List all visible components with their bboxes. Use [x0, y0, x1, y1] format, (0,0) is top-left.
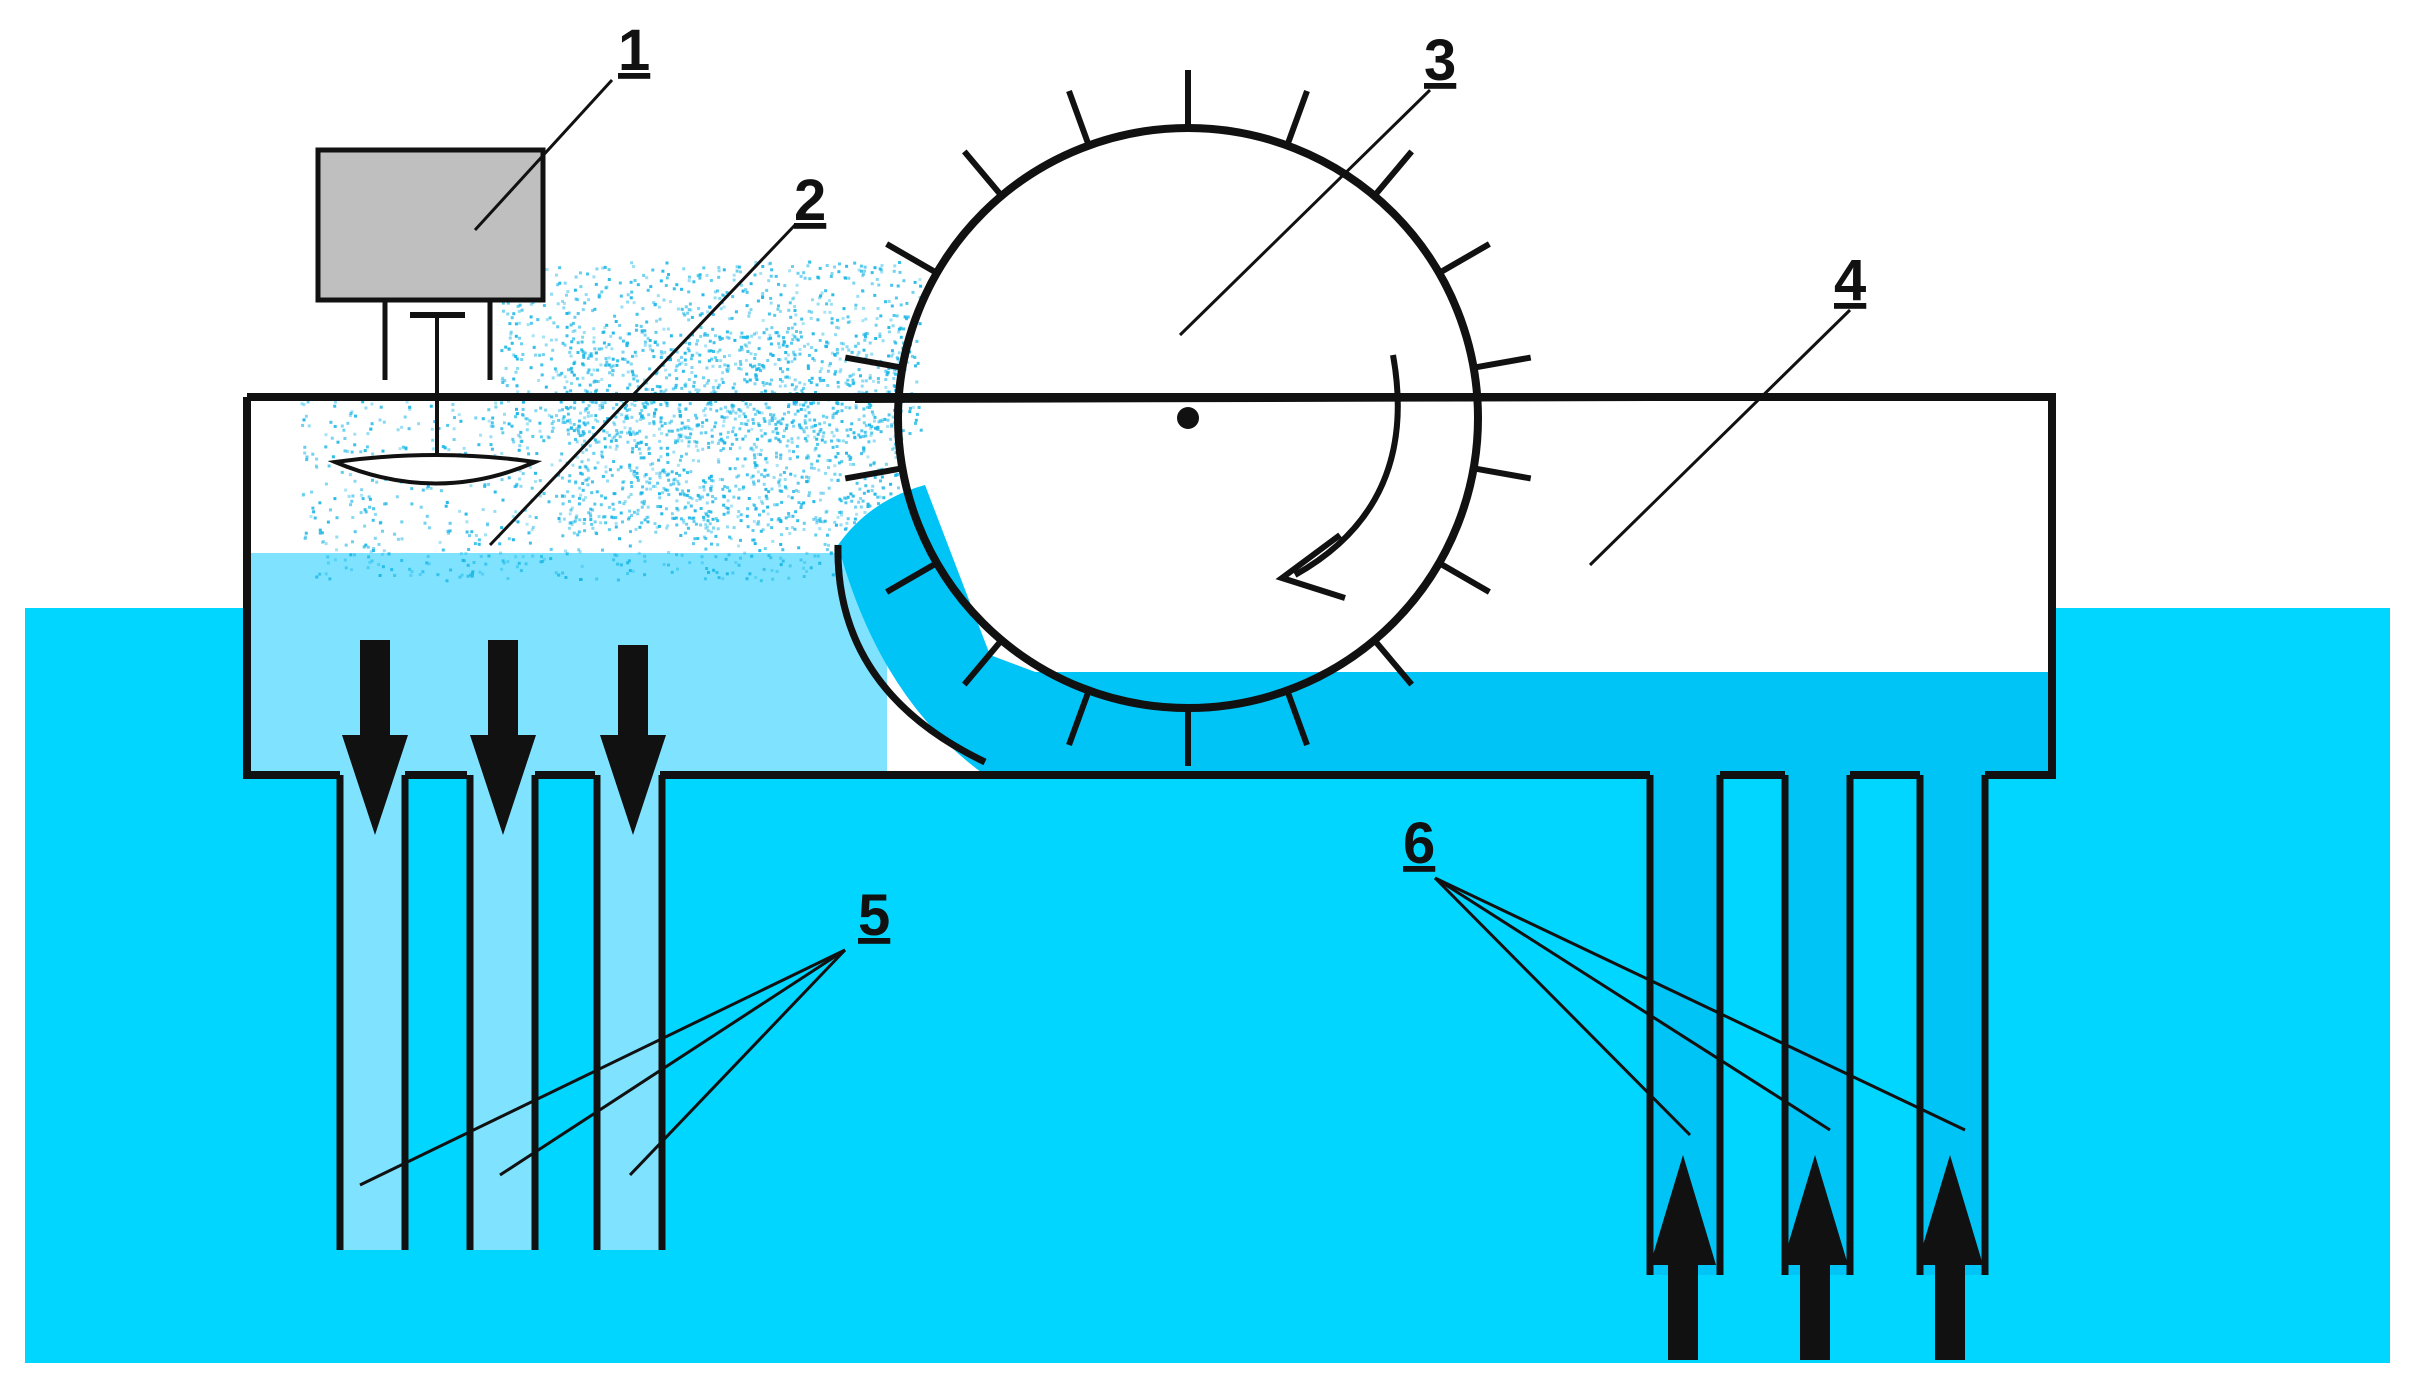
up-arrow-icon [1650, 1155, 1983, 1360]
paddle-wheel-icon [844, 70, 2053, 766]
paddle [1284, 689, 1310, 747]
wheel-housing-curve [834, 544, 987, 766]
motor-icon [315, 147, 546, 470]
callout-3: 3 [1424, 28, 1456, 93]
leader-lines [359, 78, 1966, 1187]
intake-pipes [1646, 775, 1989, 1275]
paddle [844, 465, 903, 482]
paddle [1066, 689, 1092, 747]
paddle [1473, 465, 1532, 482]
paddle [885, 241, 939, 276]
paddle [1066, 89, 1092, 147]
paddle [1437, 560, 1491, 595]
paddle [1437, 241, 1491, 276]
paddle [885, 560, 939, 595]
left-chamber-water [247, 553, 887, 775]
callout-4: 4 [1834, 248, 1866, 313]
wheel-housing-water [838, 485, 1190, 775]
callout-1: 1 [618, 18, 650, 83]
paddle [1284, 89, 1310, 147]
paddle [962, 638, 1004, 687]
paddle [1372, 638, 1414, 687]
rotation-arrow-icon [1275, 354, 1401, 601]
tank-outline [243, 393, 2056, 779]
callout-6: 6 [1403, 811, 1435, 876]
down-arrow-icon [342, 640, 666, 835]
callout-5: 5 [858, 883, 890, 948]
paddle [1372, 149, 1414, 198]
paddle [844, 354, 903, 371]
paddle [962, 149, 1004, 198]
atomizer-disc-icon [327, 453, 543, 486]
paddle [1473, 354, 1532, 371]
callout-2: 2 [794, 168, 826, 233]
discharge-pipes [336, 775, 666, 1250]
